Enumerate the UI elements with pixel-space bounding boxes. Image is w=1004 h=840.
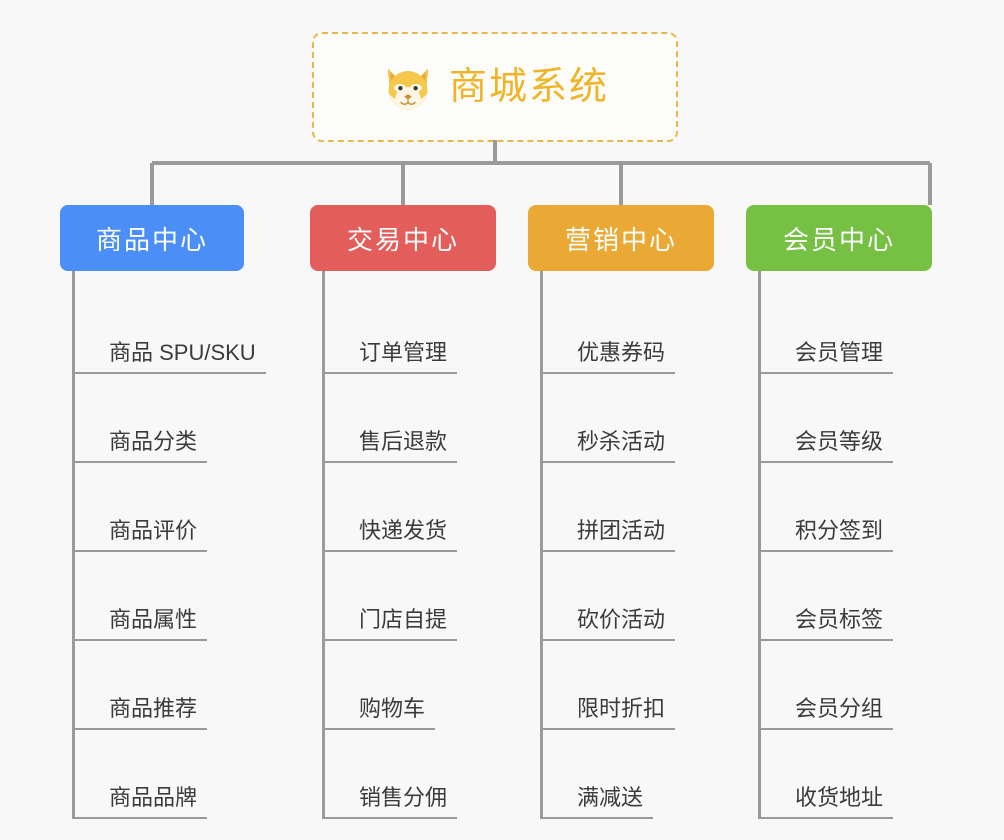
leaf-label: 商品品牌 <box>105 785 208 819</box>
leaf-label: 门店自提 <box>355 607 458 641</box>
leaf-label: 商品推荐 <box>105 696 208 730</box>
leaf-item[interactable]: 商品 SPU/SKU <box>75 285 280 374</box>
branch-column-member: 会员中心 会员管理 会员等级 积分签到 会员标签 会员分组 收货地址 <box>746 205 966 819</box>
leaf-label: 会员管理 <box>791 340 894 374</box>
leaf-label: 拼团活动 <box>573 518 676 552</box>
branch-header-marketing[interactable]: 营销中心 <box>528 205 714 271</box>
leaf-item[interactable]: 会员管理 <box>761 285 966 374</box>
leaf-item[interactable]: 订单管理 <box>325 285 530 374</box>
branch-header-label: 商品中心 <box>95 224 208 255</box>
leaf-label: 商品评价 <box>105 518 208 552</box>
leaf-label: 积分签到 <box>791 518 894 552</box>
leaf-label: 限时折扣 <box>573 696 676 730</box>
leaf-item[interactable]: 优惠券码 <box>543 285 748 374</box>
leaf-label: 商品属性 <box>105 607 208 641</box>
leaf-item[interactable]: 购物车 <box>325 641 530 730</box>
leaf-label: 订单管理 <box>355 340 458 374</box>
leaf-label: 优惠券码 <box>573 340 676 374</box>
leaf-list-product: 商品 SPU/SKU 商品分类 商品评价 商品属性 商品推荐 商品品牌 <box>72 271 280 819</box>
branch-header-label: 营销中心 <box>564 224 677 255</box>
tree-connector-lines <box>150 140 932 205</box>
leaf-item[interactable]: 商品评价 <box>75 463 280 552</box>
leaf-item[interactable]: 售后退款 <box>325 374 530 463</box>
leaf-item[interactable]: 拼团活动 <box>543 463 748 552</box>
leaf-label: 会员等级 <box>791 429 894 463</box>
branch-column-marketing: 营销中心 优惠券码 秒杀活动 拼团活动 砍价活动 限时折扣 满减送 <box>528 205 748 819</box>
branch-column-trade: 交易中心 订单管理 售后退款 快递发货 门店自提 购物车 销售分佣 <box>310 205 530 819</box>
leaf-item[interactable]: 满减送 <box>543 730 748 819</box>
leaf-list-trade: 订单管理 售后退款 快递发货 门店自提 购物车 销售分佣 <box>322 271 530 819</box>
leaf-list-member: 会员管理 会员等级 积分签到 会员标签 会员分组 收货地址 <box>758 271 966 819</box>
leaf-label: 销售分佣 <box>355 785 458 819</box>
root-node-title: 商城系统 <box>448 66 609 108</box>
branch-header-trade[interactable]: 交易中心 <box>310 205 496 271</box>
branch-column-product: 商品中心 商品 SPU/SKU 商品分类 商品评价 商品属性 商品推荐 商品品牌 <box>60 205 280 819</box>
branch-header-product[interactable]: 商品中心 <box>60 205 244 271</box>
leaf-label: 购物车 <box>355 696 436 730</box>
leaf-item[interactable]: 会员标签 <box>761 552 966 641</box>
leaf-item[interactable]: 砍价活动 <box>543 552 748 641</box>
leaf-list-marketing: 优惠券码 秒杀活动 拼团活动 砍价活动 限时折扣 满减送 <box>540 271 748 819</box>
branch-header-member[interactable]: 会员中心 <box>746 205 932 271</box>
leaf-label: 售后退款 <box>355 429 458 463</box>
leaf-label: 秒杀活动 <box>573 429 676 463</box>
leaf-item[interactable]: 快递发货 <box>325 463 530 552</box>
branch-header-label: 会员中心 <box>782 224 895 255</box>
leaf-label: 会员标签 <box>791 607 894 641</box>
leaf-item[interactable]: 门店自提 <box>325 552 530 641</box>
leaf-item[interactable]: 积分签到 <box>761 463 966 552</box>
leaf-label: 砍价活动 <box>573 607 676 641</box>
root-node-card[interactable]: 商城系统 <box>312 32 678 142</box>
leaf-item[interactable]: 收货地址 <box>761 730 966 819</box>
leaf-label: 商品 SPU/SKU <box>105 340 266 374</box>
leaf-label: 商品分类 <box>105 429 208 463</box>
leaf-label: 快递发货 <box>355 518 458 552</box>
leaf-item[interactable]: 秒杀活动 <box>543 374 748 463</box>
shiba-dog-face-icon <box>387 68 429 110</box>
leaf-label: 收货地址 <box>791 785 894 819</box>
leaf-item[interactable]: 商品推荐 <box>75 641 280 730</box>
leaf-item[interactable]: 商品属性 <box>75 552 280 641</box>
leaf-item[interactable]: 商品分类 <box>75 374 280 463</box>
leaf-item[interactable]: 销售分佣 <box>325 730 530 819</box>
leaf-label: 满减送 <box>573 785 654 819</box>
branch-header-label: 交易中心 <box>346 224 459 255</box>
leaf-item[interactable]: 商品品牌 <box>75 730 280 819</box>
leaf-label: 会员分组 <box>791 696 894 730</box>
leaf-item[interactable]: 限时折扣 <box>543 641 748 730</box>
leaf-item[interactable]: 会员等级 <box>761 374 966 463</box>
leaf-item[interactable]: 会员分组 <box>761 641 966 730</box>
